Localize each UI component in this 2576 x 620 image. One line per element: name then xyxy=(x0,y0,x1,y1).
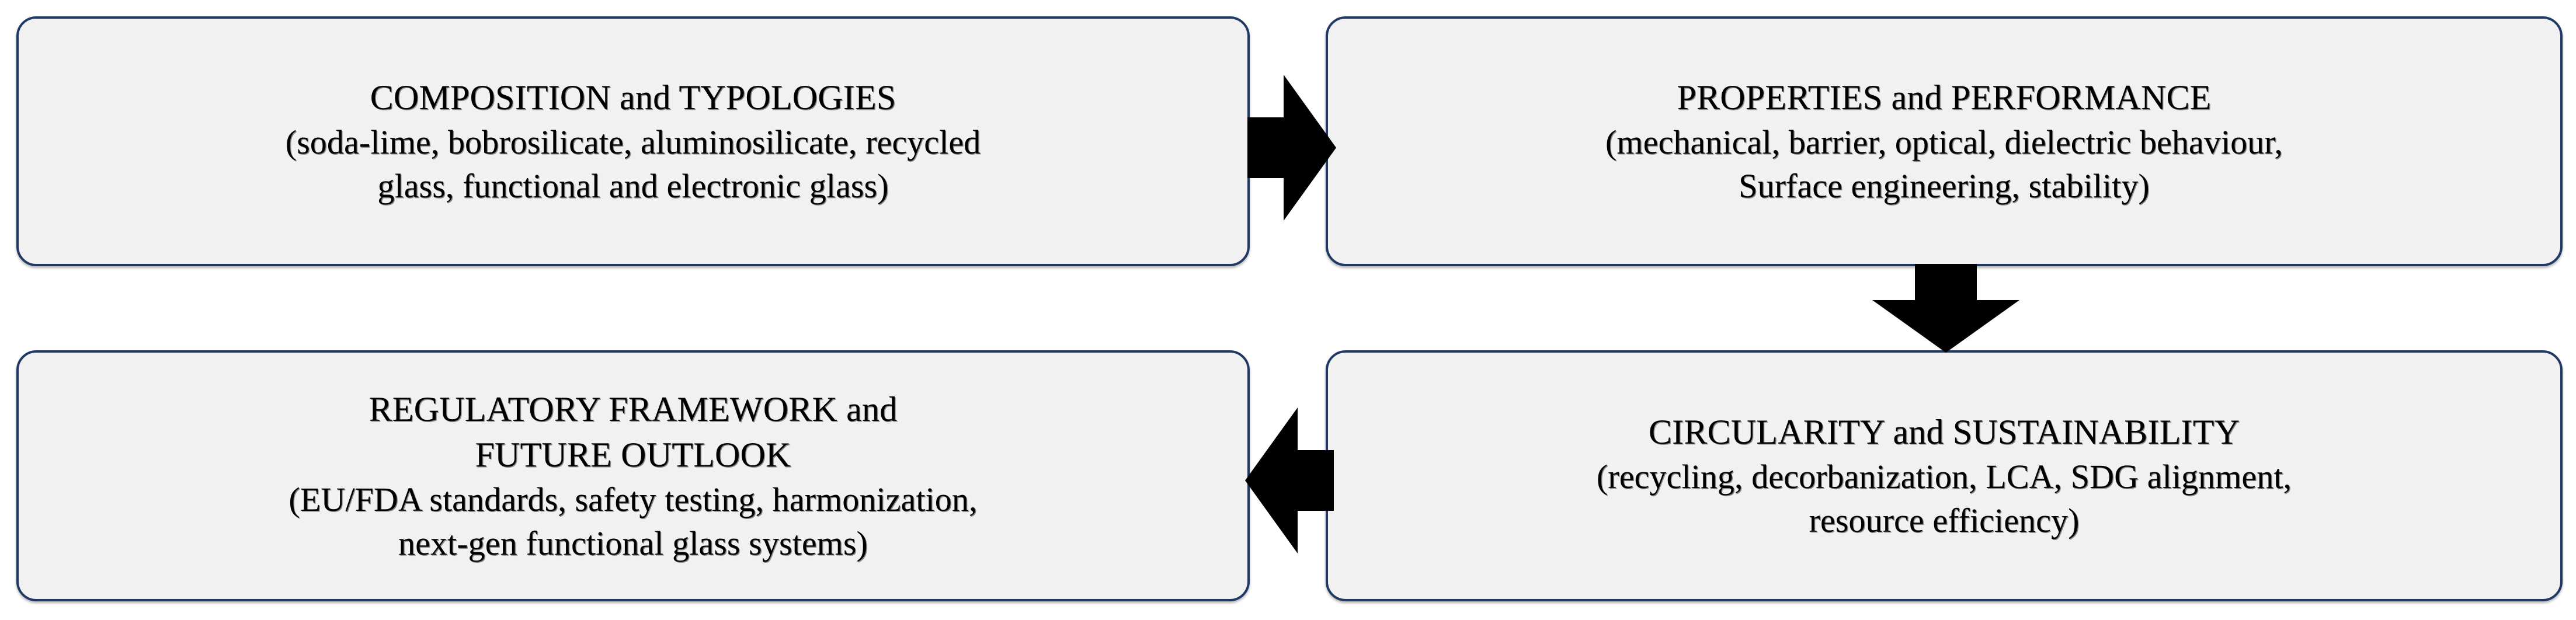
node-composition-heading: COMPOSITION and TYPOLOGIES xyxy=(370,78,896,117)
node-regulatory-detail-line-2: next-gen functional glass systems) xyxy=(398,524,868,562)
node-properties-detail-line-1: (mechanical, barrier, optical, dielectri… xyxy=(1605,123,2283,161)
node-properties-detail-line-2: Surface engineering, stability) xyxy=(1739,167,2150,205)
node-circularity-and-sustainability: CIRCULARITY and SUSTAINABILITY (recyclin… xyxy=(1326,350,2563,601)
arrow-right-icon xyxy=(1247,75,1336,221)
node-regulatory-detail-line-1: (EU/FDA standards, safety testing, harmo… xyxy=(288,480,978,518)
node-composition-detail-line-2: glass, functional and electronic glass) xyxy=(377,167,889,205)
node-properties-and-performance: PROPERTIES and PERFORMANCE (mechanical, … xyxy=(1326,16,2563,266)
node-composition-detail-line-1: (soda-lime, bobrosilicate, aluminosilica… xyxy=(285,123,981,161)
node-circularity-detail-line-1: (recycling, decorbanization, LCA, SDG al… xyxy=(1596,457,2292,496)
node-properties-heading: PROPERTIES and PERFORMANCE xyxy=(1677,78,2212,117)
arrow-down-icon xyxy=(1872,264,2019,353)
node-circularity-heading: CIRCULARITY and SUSTAINABILITY xyxy=(1648,412,2240,451)
arrow-left-icon xyxy=(1245,407,1334,553)
node-circularity-detail-line-2: resource efficiency) xyxy=(1809,501,2080,539)
node-regulatory-framework-and-future-outlook: REGULATORY FRAMEWORK and FUTURE OUTLOOK … xyxy=(16,350,1250,601)
node-regulatory-heading-line-2: FUTURE OUTLOOK xyxy=(475,435,791,474)
node-composition-and-typologies: COMPOSITION and TYPOLOGIES (soda-lime, b… xyxy=(16,16,1250,266)
node-regulatory-heading-line-1: REGULATORY FRAMEWORK and xyxy=(369,389,898,429)
